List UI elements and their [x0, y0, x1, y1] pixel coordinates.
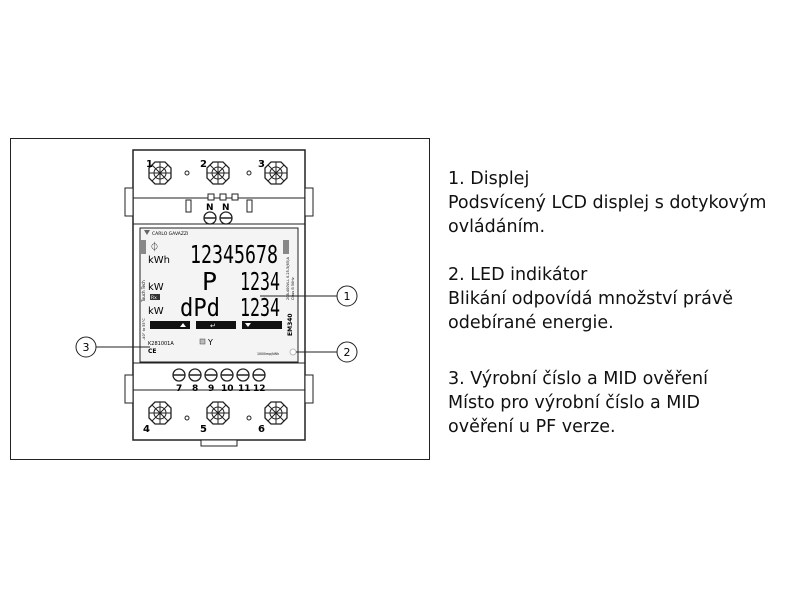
- description-led: 2. LED indikátor Blikání odpovídá množst…: [448, 263, 733, 335]
- terminal-screw-icon: [264, 401, 288, 425]
- description-line: ověření u PF verze.: [448, 417, 616, 437]
- clock-icon: ⏀: [150, 241, 159, 253]
- rating-label: 208-400VLL 0.25-5(65)A: [286, 257, 290, 300]
- network-icon: Y: [207, 338, 213, 347]
- terminal-screw-icon: [206, 401, 230, 425]
- aux-terminal-label: 7: [176, 384, 182, 394]
- rating-label-2: Class B 50Hz: [291, 277, 295, 300]
- neutral-screw-icon: [203, 211, 217, 225]
- neutral-label: N: [206, 203, 214, 213]
- aux-terminal-label: 12: [253, 384, 266, 394]
- row2-unit: kW: [148, 282, 164, 293]
- rx-badge: Rx: [151, 295, 157, 301]
- neutral-screw-icon: [219, 211, 233, 225]
- row2-value: 1234: [240, 267, 280, 296]
- aux-terminal-label: 9: [208, 384, 214, 394]
- neutral-label: N: [222, 203, 230, 213]
- callout-1: [336, 285, 358, 307]
- callout-3: [75, 336, 97, 358]
- button-down[interactable]: [242, 321, 282, 329]
- description-line: ovládáním.: [448, 217, 546, 237]
- svg-text:↵: ↵: [210, 322, 216, 330]
- description-title: 3. Výrobní číslo a MID ověření: [448, 369, 708, 389]
- description-line: Blikání odpovídá množství právě: [448, 289, 733, 309]
- description-serial: 3. Výrobní číslo a MID ověření Místo pro…: [448, 367, 708, 439]
- ce-mark: CE: [148, 348, 157, 355]
- brand-label: CARLO GAVAZZI: [152, 231, 188, 237]
- row1-value: 12345678: [190, 240, 278, 269]
- serial-number: K281001A: [148, 341, 174, 347]
- button-up[interactable]: [150, 321, 190, 329]
- terminal-label: 6: [258, 424, 265, 435]
- terminal-screw-icon: [206, 161, 230, 185]
- row3-value: 1234: [240, 293, 280, 322]
- aux-terminal-label: 11: [238, 384, 251, 394]
- terminal-label: 1: [146, 159, 153, 170]
- button-enter[interactable]: ↵: [196, 321, 236, 330]
- terminal-screw-icon: [264, 161, 288, 185]
- description-display: 1. Displej Podsvícený LCD displej s doty…: [448, 167, 766, 239]
- lcd-display: ⏀ kWh 12345678 P 1234 kW Rx dPd 1234 kW: [148, 240, 280, 322]
- diagram-frame: [10, 138, 430, 460]
- terminal-screw-icon: [148, 401, 172, 425]
- aux-terminal-label: 8: [192, 384, 198, 394]
- temp-label: -40° to 55°C: [142, 318, 146, 340]
- terminal-label: 3: [258, 159, 265, 170]
- terminal-label: 4: [143, 424, 150, 435]
- callout-number: 3: [83, 341, 90, 354]
- terminal-label: 2: [200, 159, 207, 170]
- callout-number: 1: [344, 290, 351, 303]
- terminal-label: 5: [200, 424, 207, 435]
- double-insulation-icon: [199, 338, 206, 345]
- description-title: 2. LED indikátor: [448, 265, 588, 285]
- description-line: Podsvícený LCD displej s dotykovým: [448, 193, 767, 213]
- model-label: EM340: [287, 313, 294, 336]
- front-panel: CARLO GAVAZZI: [139, 227, 299, 363]
- description-line: Místo pro výrobní číslo a MID: [448, 393, 701, 413]
- aux-terminal-label: 10: [221, 384, 234, 394]
- touch-tech-label: Touch Tech: [141, 280, 146, 303]
- row3-unit: kW: [148, 306, 164, 317]
- description-title: 1. Displej: [448, 169, 530, 189]
- row3-label: dPd: [180, 293, 220, 322]
- callout-number: 2: [344, 346, 351, 359]
- led-indicator: [289, 348, 297, 356]
- row2-label: P: [202, 267, 217, 296]
- led-rate-label: 1000imp/kWh: [257, 352, 279, 356]
- row1-unit: kWh: [148, 255, 170, 266]
- callout-2: [336, 341, 358, 363]
- description-line: odebírané energie.: [448, 313, 614, 333]
